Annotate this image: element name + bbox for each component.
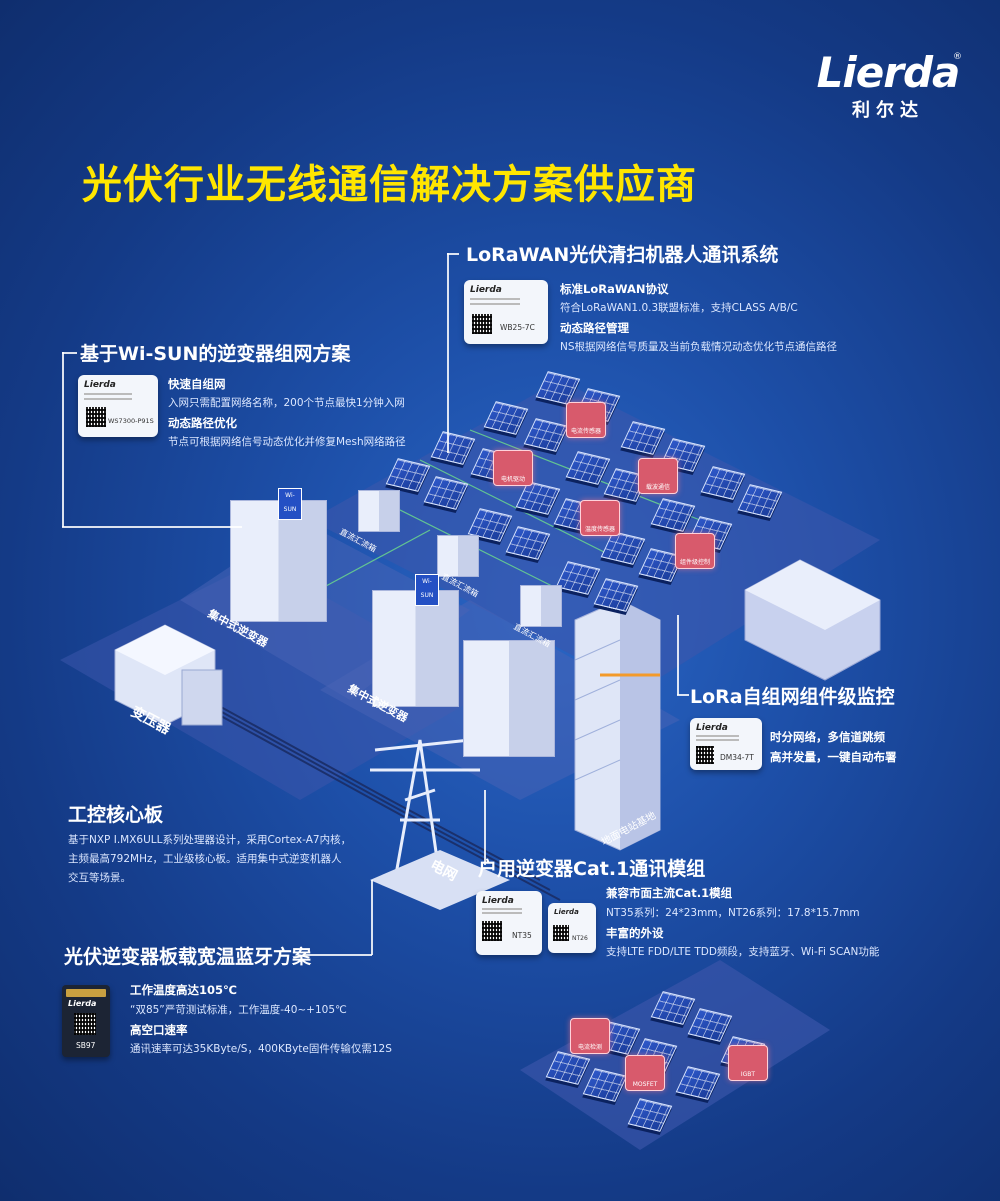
connector-ble: [304, 954, 372, 956]
core-desc-1: 基于NXP I.MX6ULL系列处理器设计，采用Cortex-A7内核，: [68, 834, 352, 846]
lorawan-feature-2-desc: NS根据网络信号质量及当前负载情况动态优化节点通信路径: [560, 341, 838, 353]
chip-logo: Lierda: [554, 908, 579, 916]
tag-component-control: 组件级控制: [675, 533, 715, 569]
wisun-title: 基于Wi-SUN的逆变器组网方案: [80, 343, 351, 365]
brand-logo: Lierda 利尔达 ®: [808, 50, 968, 122]
connector-wisun-h: [62, 526, 242, 528]
tag-current-detect: 电流检测: [570, 1018, 610, 1054]
lorawan-feature-1-title: 标准LoRaWAN协议: [560, 282, 669, 296]
tag-temp-sensor: 温度传感器: [580, 500, 620, 536]
cat1-module-card-1: Lierda NT35: [476, 891, 542, 955]
cat1-feature-1-desc: NT35系列：24*23mm，NT26系列：17.8*15.7mm: [606, 907, 860, 919]
ble-title: 光伏逆变器板载宽温蓝牙方案: [64, 946, 312, 968]
tag-motor-drive: 电机驱动: [493, 450, 533, 486]
wisun-feature-2-desc: 节点可根据网络信号动态优化并修复Mesh网络路径: [168, 436, 406, 448]
connector-lora-h: [677, 694, 689, 696]
lora-module-card: Lierda DM34-7T: [690, 718, 762, 770]
ble-feature-2-title: 高空口速率: [130, 1023, 188, 1037]
registered-mark: ®: [953, 52, 962, 62]
lorawan-title: LoRaWAN光伏清扫机器人通讯系统: [466, 244, 779, 266]
chip-logo: Lierda: [470, 285, 502, 295]
connector-ble-v: [371, 880, 373, 955]
cat1-module-1-name: NT35: [512, 931, 532, 940]
rooftop-platform: [520, 960, 830, 1150]
core-title: 工控核心板: [68, 804, 164, 826]
connector-wisun-v: [62, 352, 64, 527]
wisun-sign: Wi-SUN: [278, 488, 302, 520]
inverter-cabinet-3: [463, 640, 555, 757]
ble-module-name: SB97: [76, 1041, 96, 1050]
lorawan-feature-2-title: 动态路径管理: [560, 321, 629, 335]
transformer-platform: [60, 560, 490, 800]
lora-feature-1: 时分网络，多信道跳频: [770, 730, 885, 744]
wisun-feature-2-title: 动态路径优化: [168, 416, 237, 430]
core-desc-2: 主频最高792MHz，工业级核心板。适用集中式逆变机器人: [68, 853, 342, 865]
ble-feature-1-title: 工作温度高达105℃: [130, 983, 237, 997]
chip-logo: Lierda: [68, 999, 97, 1008]
connector-lorawan: [447, 253, 459, 255]
lorawan-module-name: WB25-7C: [500, 323, 535, 332]
logo-wordmark: Lierda: [816, 48, 961, 97]
cat1-module-card-2: Lierda NT26: [548, 903, 596, 953]
cat1-module-2-name: NT26: [572, 935, 588, 942]
lora-feature-2: 高并发量，一键自动布署: [770, 750, 897, 764]
ble-module-card: Lierda SB97: [62, 985, 110, 1057]
cat1-feature-2-desc: 支持LTE FDD/LTE TDD频段，支持蓝牙、Wi-Fi SCAN功能: [606, 946, 880, 958]
combiner-box-3: [520, 585, 562, 627]
core-desc-3: 交互等场景。: [68, 872, 131, 884]
tag-mosfet: MOSFET: [625, 1055, 665, 1091]
tag-igbt: IGBT: [728, 1045, 768, 1081]
page-title: 光伏行业无线通信解决方案供应商: [82, 162, 697, 208]
tag-carrier-comm: 载波通信: [638, 458, 678, 494]
lora-title: LoRa自组网组件级监控: [690, 686, 895, 708]
inverter-cabinet-2: [372, 590, 459, 707]
wisun-feature-1-title: 快速自组网: [168, 377, 226, 391]
wisun-module-name: WS7300-P91S: [108, 417, 154, 425]
logo-chinese: 利尔达: [852, 100, 924, 121]
wisun-sign-2: Wi-SUN: [415, 574, 439, 606]
cat1-feature-2-title: 丰富的外设: [606, 926, 664, 940]
connector-cat1: [484, 790, 486, 865]
connector-lora: [677, 615, 679, 695]
chip-logo: Lierda: [696, 723, 728, 733]
wisun-feature-1-desc: 入网只需配置网络名称，200个节点最快1分钟入网: [168, 397, 405, 409]
chip-logo: Lierda: [482, 896, 514, 906]
ble-feature-2-desc: 通讯速率可达35KByte/S，400KByte固件传输仅需12S: [130, 1043, 392, 1055]
lora-module-name: DM34-7T: [720, 753, 754, 762]
connector-lorawan-v: [447, 253, 449, 453]
chip-logo: Lierda: [84, 380, 116, 390]
wisun-module-card: Lierda WS7300-P91S: [78, 375, 158, 437]
lorawan-feature-1-desc: 符合LoRaWAN1.0.3联盟标准，支持CLASS A/B/C: [560, 302, 798, 314]
combiner-box-1: [358, 490, 400, 532]
lorawan-module-card: Lierda WB25-7C: [464, 280, 548, 344]
cat1-title: 户用逆变器Cat.1通讯模组: [478, 858, 706, 880]
connector-wisun: [62, 352, 77, 354]
inverter-cabinet-1: [230, 500, 327, 622]
cat1-feature-1-title: 兼容市面主流Cat.1模组: [606, 886, 733, 900]
tag-current-sensor: 电流传感器: [566, 402, 606, 438]
ble-feature-1-desc: “双85”严苛测试标准，工作温度-40~+105℃: [130, 1004, 347, 1016]
combiner-box-2: [437, 535, 479, 577]
